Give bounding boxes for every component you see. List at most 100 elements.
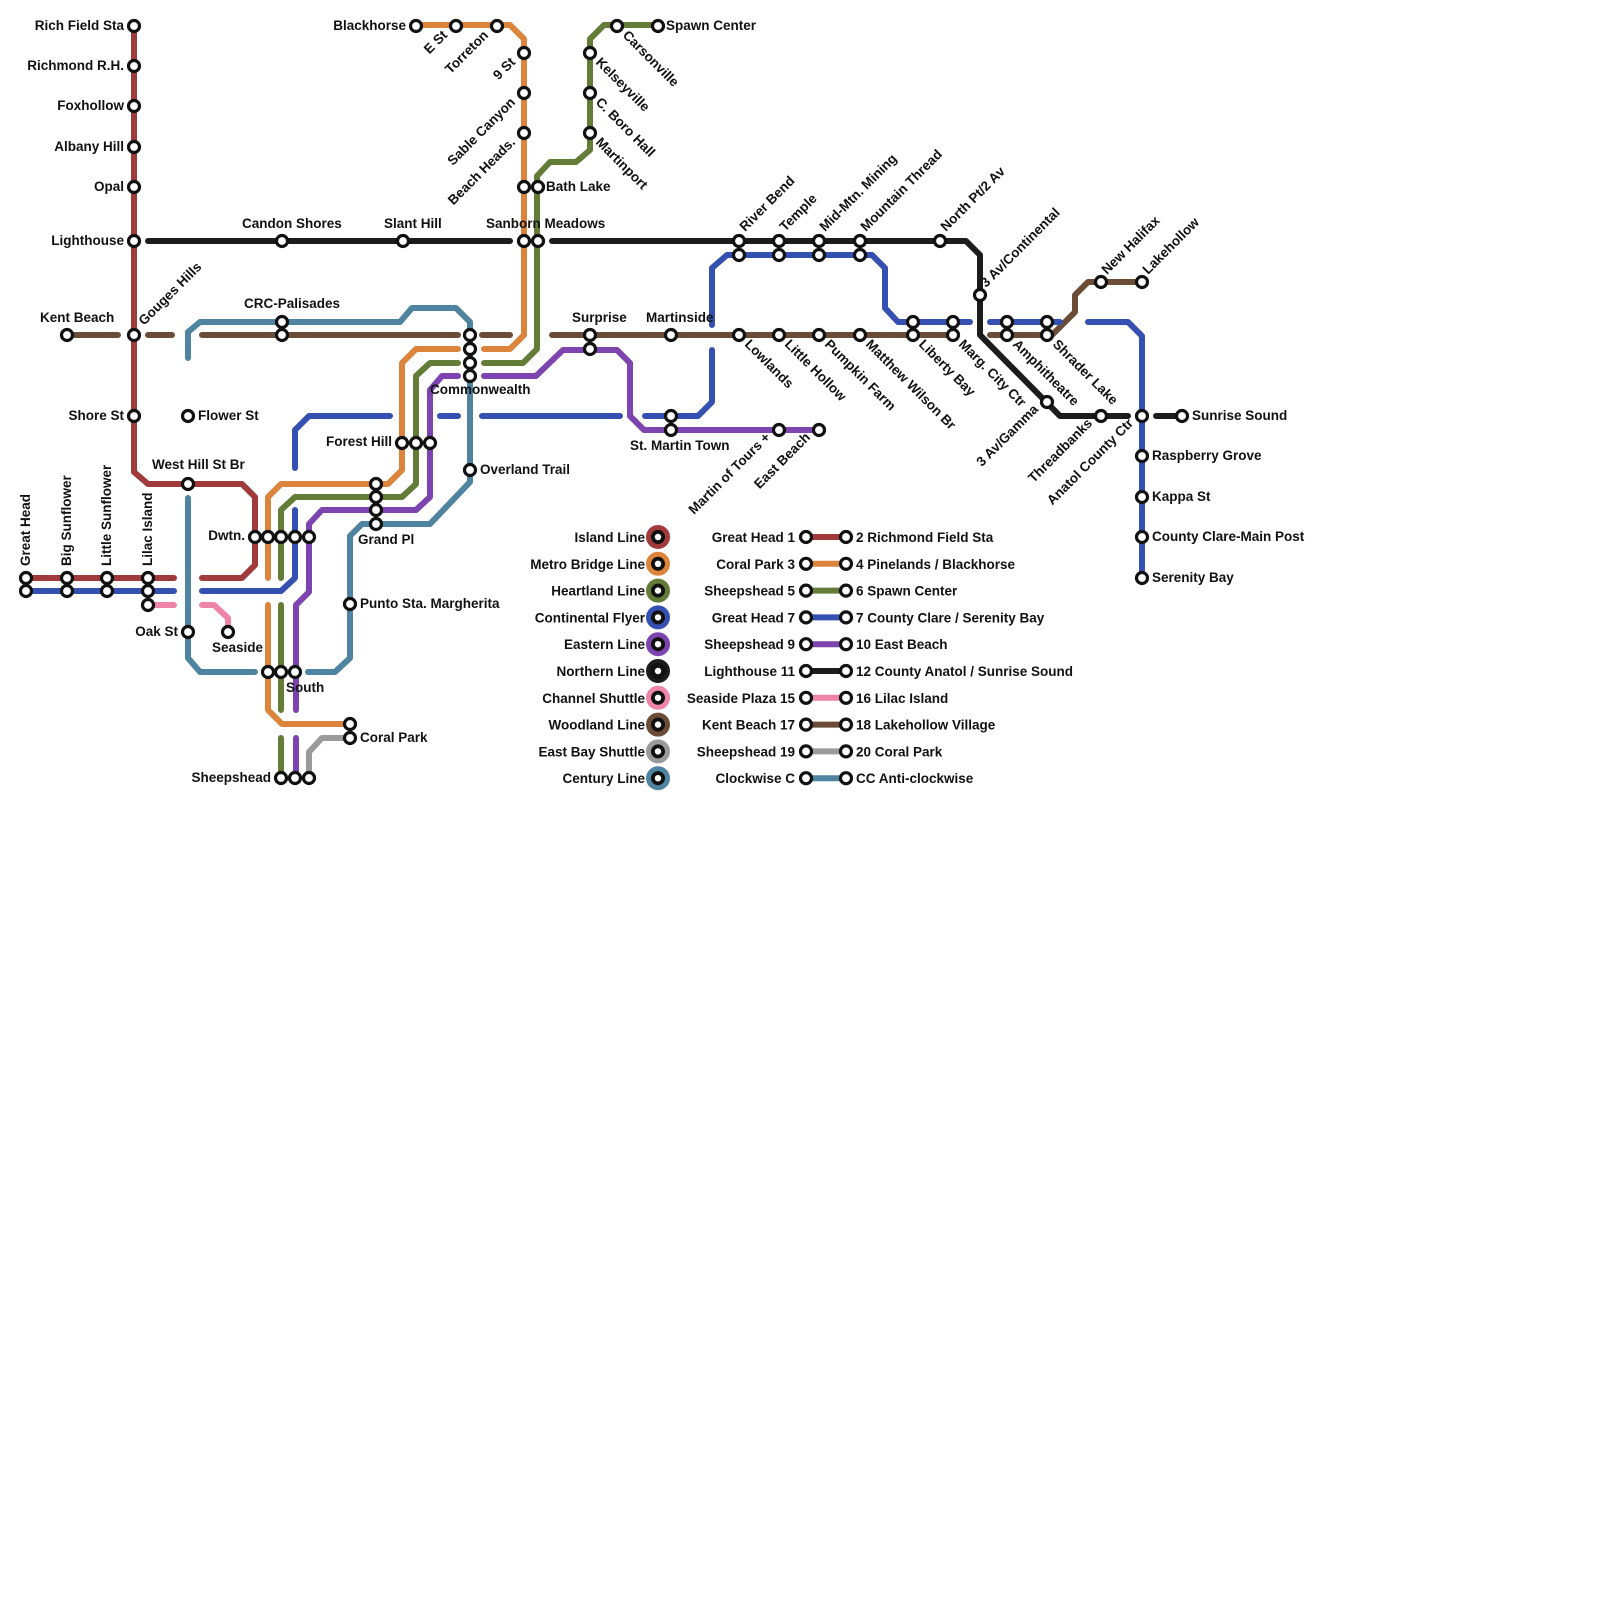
station-dwtn-b[interactable]: [260, 529, 276, 545]
station-shrader-lake-b[interactable]: [1039, 327, 1055, 343]
station-dwtn-e[interactable]: [301, 529, 317, 545]
station-liberty-bay-a[interactable]: [905, 314, 921, 330]
station-great-head-a[interactable]: [18, 570, 34, 586]
station-richmond-rh[interactable]: [126, 58, 142, 74]
station-mountain-thread-b[interactable]: [852, 247, 868, 263]
station-e-st[interactable]: [448, 18, 464, 34]
station-lilac-island-a[interactable]: [140, 570, 156, 586]
station-dwtn-a[interactable]: [247, 529, 263, 545]
station-grand-pl-d[interactable]: [368, 516, 384, 532]
station-martinport[interactable]: [582, 125, 598, 141]
station-candon-shores[interactable]: [274, 233, 290, 249]
station-opal[interactable]: [126, 179, 142, 195]
station-3-av-continental[interactable]: [972, 287, 988, 303]
station-lilac-island-c[interactable]: [140, 597, 156, 613]
eastbay-line-path[interactable]: [306, 735, 351, 781]
station-gouges-hills[interactable]: [126, 327, 142, 343]
station-lakehollow[interactable]: [1134, 274, 1150, 290]
station-big-sunflower-a[interactable]: [59, 570, 75, 586]
station-marg-city-ctr-b[interactable]: [945, 327, 961, 343]
station-sable-canyon[interactable]: [516, 85, 532, 101]
station-punto-sta-margherita[interactable]: [342, 596, 358, 612]
station-martin-of-tours[interactable]: [771, 422, 787, 438]
station-sheepshead-c[interactable]: [301, 770, 317, 786]
station-kelseyville[interactable]: [582, 45, 598, 61]
station-amphitheatre-a[interactable]: [999, 314, 1015, 330]
station-south-a[interactable]: [260, 664, 276, 680]
station-st-martin-town-a[interactable]: [663, 408, 679, 424]
station-albany-hill[interactable]: [126, 139, 142, 155]
station-c-boro-hall[interactable]: [582, 85, 598, 101]
station-lilac-island-b[interactable]: [140, 583, 156, 599]
station-spawn-center[interactable]: [650, 18, 666, 34]
station-county-clare-main-post[interactable]: [1134, 529, 1150, 545]
station-commonwealth-a[interactable]: [462, 327, 478, 343]
station-liberty-bay-b[interactable]: [905, 327, 921, 343]
station-st-martin-town-b[interactable]: [663, 422, 679, 438]
station-east-beach[interactable]: [811, 422, 827, 438]
station-grand-pl-c[interactable]: [368, 502, 384, 518]
station-north-pt-2-av[interactable]: [932, 233, 948, 249]
station-kappa-st[interactable]: [1134, 489, 1150, 505]
station-mid-mtn-mining-a[interactable]: [811, 233, 827, 249]
station-little-sunflower-b[interactable]: [99, 583, 115, 599]
station-commonwealth-b[interactable]: [462, 341, 478, 357]
station-3-av-gamma[interactable]: [1039, 394, 1055, 410]
station-pumpkin-farm[interactable]: [811, 327, 827, 343]
station-crc-palisades-b[interactable]: [274, 327, 290, 343]
station-mountain-thread-a[interactable]: [852, 233, 868, 249]
station-serenity-bay[interactable]: [1134, 570, 1150, 586]
station-martinside[interactable]: [663, 327, 679, 343]
station-crc-palisades-a[interactable]: [274, 314, 290, 330]
station-west-hill-st-br[interactable]: [180, 476, 196, 492]
station-south-b[interactable]: [273, 664, 289, 680]
station-matthew-wilson-br[interactable]: [852, 327, 868, 343]
station-temple-a[interactable]: [771, 233, 787, 249]
century-line-path[interactable]: [185, 305, 473, 675]
station-surprise-b[interactable]: [582, 341, 598, 357]
station-kent-beach[interactable]: [59, 327, 75, 343]
station-lowlands[interactable]: [731, 327, 747, 343]
station-lighthouse[interactable]: [126, 233, 142, 249]
station-little-sunflower-a[interactable]: [99, 570, 115, 586]
station-9-st[interactable]: [516, 45, 532, 61]
station-grand-pl-b[interactable]: [368, 489, 384, 505]
station-commonwealth-d[interactable]: [462, 368, 478, 384]
station-oak-st[interactable]: [180, 624, 196, 640]
station-sheepshead-b[interactable]: [287, 770, 303, 786]
station-forest-hill-a[interactable]: [394, 435, 410, 451]
station-sheepshead-a[interactable]: [273, 770, 289, 786]
station-beach-heads[interactable]: [516, 125, 532, 141]
woodland-line-path[interactable]: [64, 279, 1143, 338]
station-marg-city-ctr-a[interactable]: [945, 314, 961, 330]
station-shore-st[interactable]: [126, 408, 142, 424]
station-foxhollow[interactable]: [126, 98, 142, 114]
station-overland-trail[interactable]: [462, 462, 478, 478]
northern-line-path[interactable]: [145, 238, 1185, 419]
station-threadbanks[interactable]: [1093, 408, 1109, 424]
station-amphitheatre-b[interactable]: [999, 327, 1015, 343]
station-shrader-lake-a[interactable]: [1039, 314, 1055, 330]
station-grand-pl-a[interactable]: [368, 476, 384, 492]
station-rich-field-sta[interactable]: [126, 18, 142, 34]
station-river-bend-a[interactable]: [731, 233, 747, 249]
station-sunrise-sound[interactable]: [1174, 408, 1190, 424]
station-blackhorse[interactable]: [408, 18, 424, 34]
station-temple-b[interactable]: [771, 247, 787, 263]
station-torreton[interactable]: [489, 18, 505, 34]
station-bath-lake-b[interactable]: [530, 179, 546, 195]
station-raspberry-grove[interactable]: [1134, 448, 1150, 464]
station-new-halifax[interactable]: [1093, 274, 1109, 290]
station-coral-park-a[interactable]: [342, 716, 358, 732]
station-bath-lake-a[interactable]: [516, 179, 532, 195]
station-flower-st[interactable]: [180, 408, 196, 424]
station-great-head-b[interactable]: [18, 583, 34, 599]
station-coral-park-b[interactable]: [342, 730, 358, 746]
station-commonwealth-c[interactable]: [462, 355, 478, 371]
station-slant-hill[interactable]: [395, 233, 411, 249]
station-forest-hill-c[interactable]: [422, 435, 438, 451]
station-big-sunflower-b[interactable]: [59, 583, 75, 599]
station-sanborn-meadows-b[interactable]: [530, 233, 546, 249]
station-dwtn-d[interactable]: [287, 529, 303, 545]
station-seaside[interactable]: [220, 624, 236, 640]
